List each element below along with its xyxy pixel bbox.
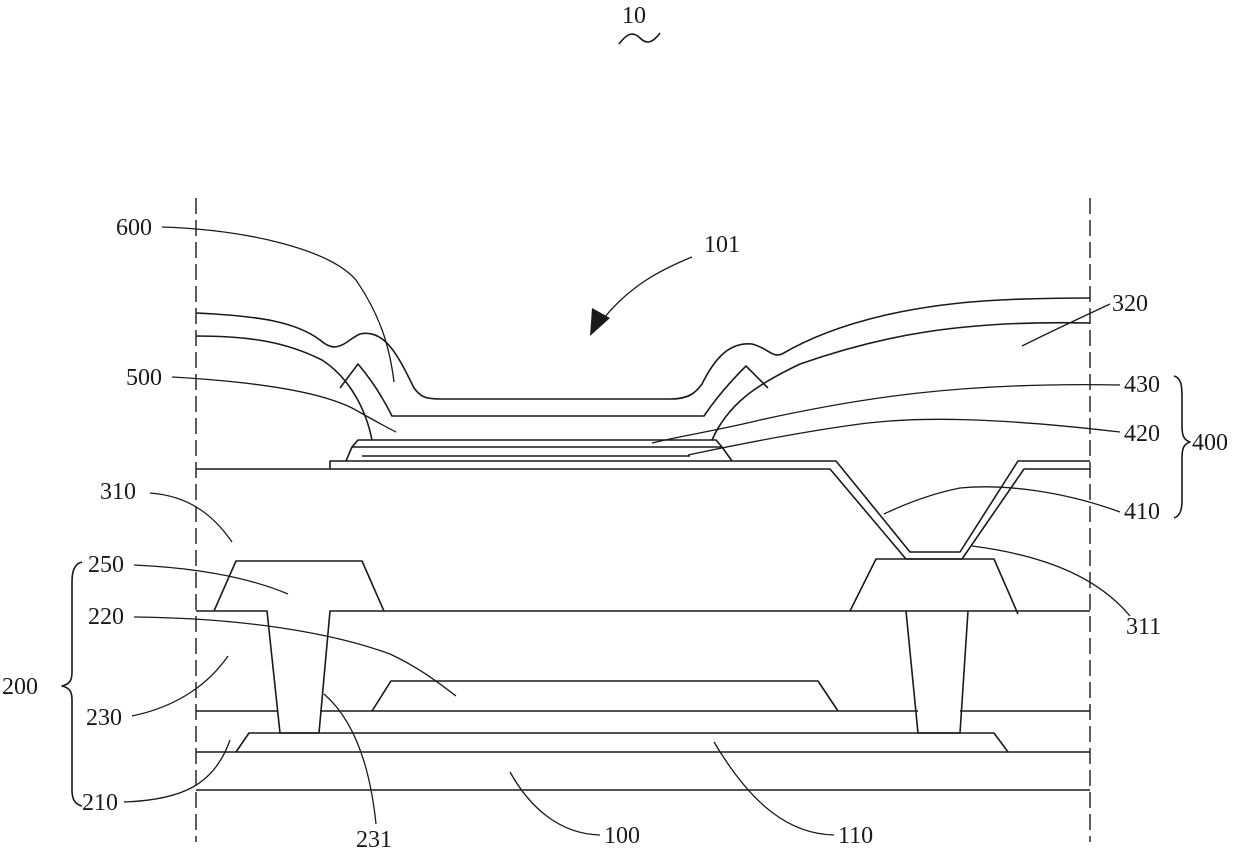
label-311: 311	[1126, 614, 1161, 640]
recess-arrow-head	[590, 308, 610, 336]
anode-410-inner	[330, 469, 1090, 559]
bank-right	[850, 559, 1018, 614]
leader-320	[1022, 304, 1110, 346]
label-231: 231	[356, 827, 392, 853]
leader-100	[510, 772, 600, 835]
leader-231	[324, 694, 376, 824]
label-500: 500	[126, 365, 162, 391]
leader-250	[134, 565, 288, 594]
leader-220	[134, 617, 456, 696]
label-220: 220	[88, 604, 124, 630]
label-600: 600	[116, 215, 152, 241]
label-110: 110	[838, 823, 873, 849]
leader-600	[162, 227, 394, 382]
leader-230	[132, 656, 228, 716]
leader-430	[652, 385, 1120, 443]
layer-110-outline	[236, 733, 1008, 752]
figure-ref-tilde	[619, 33, 660, 44]
figure-ref-label: 10	[622, 3, 646, 29]
label-210: 210	[82, 790, 118, 816]
leader-310	[150, 493, 232, 542]
recess-arrow-shaft	[604, 257, 692, 318]
label-101: 101	[704, 232, 740, 258]
label-400: 400	[1192, 430, 1228, 456]
label-310: 310	[100, 479, 136, 505]
brace-200	[62, 562, 82, 806]
label-250: 250	[88, 552, 124, 578]
layer-430-outline	[352, 440, 722, 447]
bank-250-left	[214, 561, 384, 611]
layer-500-outline	[340, 364, 768, 416]
label-320: 320	[1112, 291, 1148, 317]
label-230: 230	[86, 705, 122, 731]
via-right-outline	[906, 611, 968, 733]
layer-upper-top-outline	[196, 611, 1090, 733]
leader-420	[688, 419, 1120, 455]
label-200: 200	[2, 674, 38, 700]
label-430: 430	[1124, 372, 1160, 398]
leader-500	[172, 377, 396, 432]
leader-210	[124, 740, 230, 802]
encapsulation-600-outline	[196, 298, 1090, 399]
brace-400	[1174, 376, 1190, 518]
label-100: 100	[604, 823, 640, 849]
leader-311	[972, 546, 1130, 616]
label-420: 420	[1124, 421, 1160, 447]
leader-110	[714, 742, 834, 835]
label-410: 410	[1124, 499, 1160, 525]
layer-420-outline	[346, 447, 732, 461]
